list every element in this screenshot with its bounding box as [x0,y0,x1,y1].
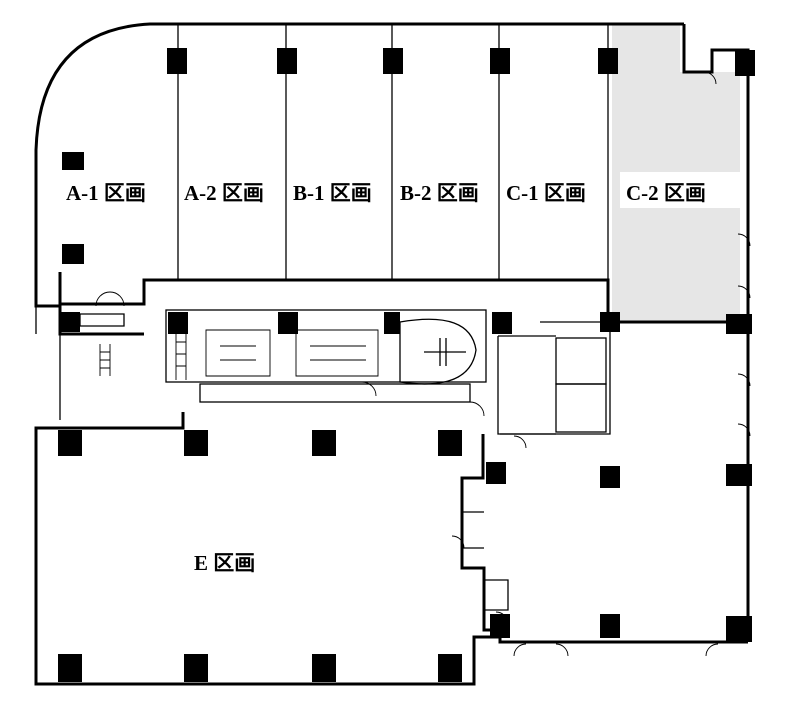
column [492,312,512,334]
column [58,430,82,456]
door-swing-13 [513,435,527,449]
service-room-2 [555,383,607,433]
column [60,312,80,332]
door-swing-10 [469,401,485,417]
core-lower-strip [199,383,471,403]
column [58,654,82,682]
section-label-b2: B-2 区画 [400,181,479,205]
left-stair [99,344,111,376]
column [598,48,618,74]
column [438,430,462,456]
column [312,654,336,682]
door-swing-3 [737,233,751,247]
section-label-a1: A-1 区画 [66,181,146,205]
section-label-a2: A-2 区画 [184,181,264,205]
column [62,152,84,170]
column [726,314,752,334]
column [278,312,298,334]
core-toilet-left [205,329,271,377]
e-section-wall-right [460,434,500,632]
section-label-c2: C-2 区画 [626,181,706,205]
column [383,48,403,74]
column [600,312,620,332]
section-label-b1: B-1 区画 [293,181,372,205]
door-swing-2 [109,291,125,307]
column [312,430,336,456]
door-swing-1 [95,291,111,307]
column [486,462,506,484]
elevator-hall [399,318,477,385]
column [735,50,755,76]
door-swing-9 [705,643,719,657]
outer-wall-top [34,22,684,272]
door-swing-5 [737,373,751,387]
column [726,616,752,642]
outer-wall-upper-right [682,24,750,642]
outer-wall-bottom-right [34,412,748,686]
door-swing-7 [513,643,527,657]
column [600,614,620,638]
column [384,312,400,334]
c2-label-backing [620,172,740,208]
column [726,464,752,486]
column [62,244,84,264]
column [184,430,208,456]
column [167,48,187,74]
core-stair-left [175,330,187,380]
door-swing-4 [737,285,751,299]
column [168,312,188,334]
section-label-c1: C-1 区画 [506,181,586,205]
core-block [165,309,487,383]
door-swing-11 [361,381,377,397]
door-swing-14 [451,535,465,549]
column [184,654,208,682]
east-small-rooms [462,511,509,611]
outer-wall-left-lower [34,272,144,336]
door-swing-8 [555,643,569,657]
column [277,48,297,74]
column [490,48,510,74]
door-swing-6 [737,423,751,437]
section-label-e: E 区画 [194,551,255,575]
elevator-mark [424,338,466,366]
door-swing-12 [703,71,717,85]
column [490,614,510,638]
east-wing-wall [500,322,611,435]
column [438,654,462,682]
core-toilet-right [295,329,379,377]
service-corridor [497,321,600,435]
service-room-1 [555,337,607,385]
column [600,466,620,488]
